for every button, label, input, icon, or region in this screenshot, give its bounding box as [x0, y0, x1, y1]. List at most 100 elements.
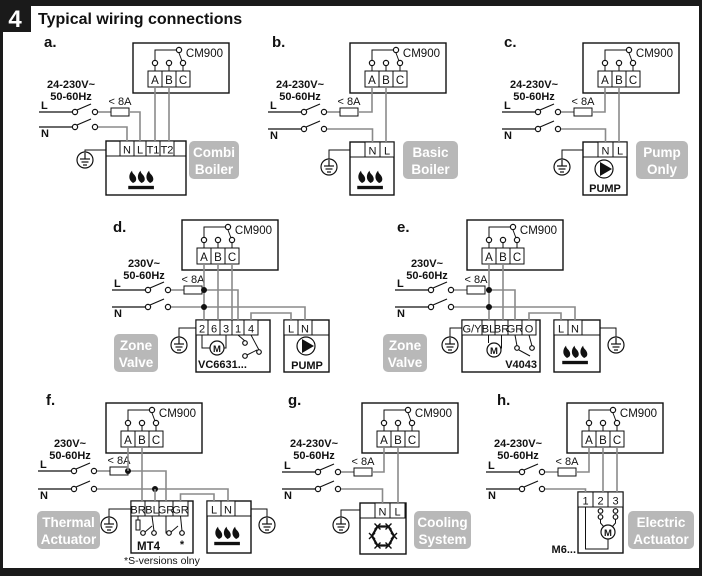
- relay-contact: [368, 59, 376, 67]
- relay-contact: [200, 236, 208, 244]
- badge-bg: [628, 511, 694, 549]
- pump-arrow: [600, 162, 612, 176]
- neutral-label: N: [270, 130, 278, 142]
- terminal-label: B: [138, 435, 146, 447]
- fuse: [339, 107, 359, 117]
- live-label: L: [397, 278, 404, 290]
- valve-name: V4043: [505, 359, 537, 371]
- relay-pivot: [392, 46, 400, 54]
- badge-line-2: Boiler: [195, 162, 234, 177]
- relay-contact: [138, 419, 146, 427]
- badge-bg: [636, 141, 688, 179]
- badge-bg: [114, 334, 158, 372]
- pump-arrow: [302, 339, 314, 353]
- motor-circle: [486, 342, 502, 358]
- switch-contact: [538, 485, 546, 493]
- switch-blade: [523, 480, 539, 488]
- badge-bg: [403, 141, 458, 179]
- badge-line-1: Cooling: [417, 515, 467, 530]
- fuse: [557, 467, 577, 477]
- neutral-label: N: [284, 490, 292, 502]
- wire: [358, 87, 373, 113]
- supply-frequency: 50-60Hz: [293, 450, 335, 462]
- live-label: L: [114, 278, 121, 290]
- controller-name: CM900: [636, 48, 673, 60]
- device-terminal: [607, 491, 624, 508]
- switch-blade: [75, 462, 91, 470]
- terminal-label: B: [214, 252, 222, 264]
- relay-pivot: [148, 406, 156, 414]
- section-number-box: [0, 0, 31, 32]
- switch-blade: [144, 525, 153, 533]
- diagram-letter: g.: [288, 392, 301, 409]
- earth-lead: [108, 508, 131, 517]
- supply-voltage: 24-230V~: [290, 438, 339, 450]
- fuse: [353, 467, 373, 477]
- motor-lead: [600, 519, 605, 528]
- switch-contact: [314, 468, 322, 476]
- badge-line-2: Actuator: [633, 532, 689, 547]
- terminal-label: A: [601, 75, 609, 87]
- earth-lead: [84, 149, 106, 152]
- terminal-label: A: [151, 75, 159, 87]
- earth-icon: [553, 158, 571, 176]
- device-terminal-label: BL: [145, 505, 158, 517]
- supply-voltage: 230V~: [128, 258, 161, 270]
- fuse-rating: < 8A: [338, 96, 362, 108]
- junction-dot: [201, 304, 207, 310]
- motor-lead: [224, 335, 227, 349]
- motor-lead: [611, 519, 616, 528]
- wire: [485, 289, 516, 320]
- fuse: [466, 285, 486, 295]
- valve-name: VC6631...: [198, 359, 247, 371]
- relay-contact: [396, 59, 404, 67]
- switch-contact: [91, 108, 99, 116]
- relay-arm: [151, 412, 156, 422]
- neutral-label: N: [488, 490, 496, 502]
- fuse: [110, 107, 130, 117]
- flame: [215, 526, 223, 540]
- relay-contact: [228, 236, 236, 244]
- wire: [372, 447, 385, 473]
- snowflake-tip: [374, 542, 381, 550]
- neutral-label: N: [397, 308, 405, 320]
- device-terminal-label: N: [602, 146, 610, 158]
- device-terminal-label: L: [394, 507, 400, 519]
- terminal-label: C: [396, 75, 404, 87]
- device-terminal-label: G/Y: [463, 324, 483, 336]
- switch-blade: [170, 525, 179, 533]
- lead: [151, 515, 155, 532]
- wire: [454, 306, 576, 320]
- diagram-letter: a.: [44, 34, 57, 51]
- switch-contact: [518, 468, 526, 476]
- flame: [137, 170, 145, 183]
- neutral-label: N: [114, 308, 122, 320]
- relay-contact: [380, 419, 388, 427]
- earth-lead: [340, 509, 360, 517]
- device-terminal-label: 4: [248, 324, 254, 336]
- terminal-label: C: [228, 252, 236, 264]
- relay-contact: [485, 236, 493, 244]
- badge-line-1: Electric: [637, 515, 686, 530]
- switch-contact: [71, 108, 79, 116]
- wire: [528, 312, 562, 320]
- device-terminal-label: 2: [597, 496, 603, 508]
- relay-contact: [613, 419, 621, 427]
- neutral-label: N: [40, 490, 48, 502]
- device-terminal-label: 6: [211, 324, 217, 336]
- switch-contact: [144, 303, 152, 311]
- supply-frequency: 50-60Hz: [406, 270, 448, 282]
